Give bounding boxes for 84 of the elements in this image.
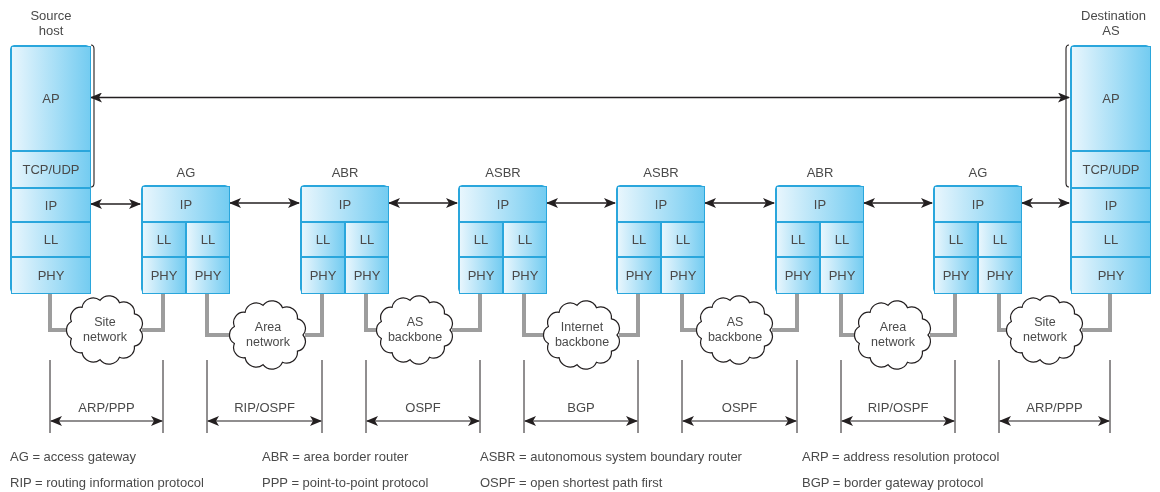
protocol-layer: LL xyxy=(142,222,186,257)
abbreviation-note: BGP = border gateway protocol xyxy=(802,475,984,490)
network-label: Area network xyxy=(245,320,291,350)
protocol-layer: IP xyxy=(776,186,864,222)
node-title: ASBR xyxy=(484,165,522,180)
protocol-layer: LL xyxy=(11,222,91,257)
node-title: AG xyxy=(175,165,197,180)
abbreviation-note: ARP = address resolution protocol xyxy=(802,449,1000,464)
arrow xyxy=(90,199,141,209)
node-title: ABR xyxy=(330,165,360,180)
protocol-layer: LL xyxy=(978,222,1022,257)
network-label: Site network xyxy=(1022,315,1068,345)
arrow xyxy=(704,198,775,208)
protocol-layer: PHY xyxy=(142,257,186,294)
protocol-layer: PHY xyxy=(617,257,661,294)
protocol-layer: LL xyxy=(661,222,705,257)
protocol-layer: LL xyxy=(186,222,230,257)
arrow xyxy=(229,198,300,208)
protocol-layer: AP xyxy=(11,46,91,151)
node-title: Source host xyxy=(29,8,73,38)
network-label: Area network xyxy=(870,320,916,350)
arrow xyxy=(863,198,933,208)
protocol-layer: LL xyxy=(617,222,661,257)
protocol-layer: LL xyxy=(459,222,503,257)
abbreviation-note: ASBR = autonomous system boundary router xyxy=(480,449,742,464)
protocol-layer: LL xyxy=(503,222,547,257)
protocol-layer: LL xyxy=(934,222,978,257)
protocol-layer: PHY xyxy=(503,257,547,294)
protocol-layer: PHY xyxy=(776,257,820,294)
protocol-layer: LL xyxy=(820,222,864,257)
protocol-label: RIP/OSPF xyxy=(867,400,929,415)
protocol-label: ARP/PPP xyxy=(1026,400,1083,415)
protocol-layer: PHY xyxy=(11,257,91,294)
arrow xyxy=(1021,198,1070,208)
protocol-layer: PHY xyxy=(820,257,864,294)
protocol-layer: PHY xyxy=(1071,257,1151,294)
protocol-layer: AP xyxy=(1071,46,1151,151)
protocol-label: RIP/OSPF xyxy=(234,400,295,415)
link-line xyxy=(142,293,165,332)
network-label: AS backbone xyxy=(706,315,764,345)
protocol-label: OSPF xyxy=(721,400,758,415)
protocol-layer: TCP/UDP xyxy=(1071,151,1151,188)
protocol-layer: IP xyxy=(934,186,1022,222)
protocol-layer: PHY xyxy=(186,257,230,294)
protocol-layer: PHY xyxy=(459,257,503,294)
link-line xyxy=(305,293,324,337)
abbreviation-note: PPP = point-to-point protocol xyxy=(262,475,429,490)
protocol-layer: IP xyxy=(617,186,705,222)
network-label: AS backbone xyxy=(386,315,444,345)
link-line xyxy=(619,293,640,337)
link-line xyxy=(930,293,957,337)
abbreviation-note: AG = access gateway xyxy=(10,449,137,464)
protocol-layer: PHY xyxy=(978,257,1022,294)
node-title: AG xyxy=(967,165,989,180)
node-title: ABR xyxy=(805,165,835,180)
protocol-layer: LL xyxy=(1071,222,1151,257)
protocol-layer: PHY xyxy=(934,257,978,294)
protocol-layer: IP xyxy=(142,186,230,222)
arrow xyxy=(546,198,616,208)
link-line xyxy=(452,293,482,332)
protocol-layer: IP xyxy=(11,188,91,222)
node-title: ASBR xyxy=(642,165,680,180)
link-line xyxy=(1082,293,1112,332)
arrow xyxy=(388,198,458,208)
protocol-layer: PHY xyxy=(301,257,345,294)
protocol-layer: IP xyxy=(1071,188,1151,222)
protocol-label: BGP xyxy=(567,400,595,415)
abbreviation-note: OSPF = open shortest path first xyxy=(480,475,663,490)
protocol-layer: IP xyxy=(459,186,547,222)
protocol-layer: PHY xyxy=(345,257,389,294)
protocol-layer: LL xyxy=(345,222,389,257)
protocol-label: OSPF xyxy=(405,400,441,415)
protocol-label: ARP/PPP xyxy=(78,400,135,415)
arrow xyxy=(90,92,1070,103)
network-label: Internet backbone xyxy=(553,320,611,350)
protocol-layer: LL xyxy=(301,222,345,257)
protocol-layer: LL xyxy=(776,222,820,257)
link-line xyxy=(772,293,799,332)
protocol-layer: TCP/UDP xyxy=(11,151,91,188)
protocol-layer: PHY xyxy=(661,257,705,294)
abbreviation-note: ABR = area border router xyxy=(262,449,409,464)
network-label: Site network xyxy=(82,315,128,345)
protocol-layer: IP xyxy=(301,186,389,222)
abbreviation-note: RIP = routing information protocol xyxy=(10,475,204,490)
